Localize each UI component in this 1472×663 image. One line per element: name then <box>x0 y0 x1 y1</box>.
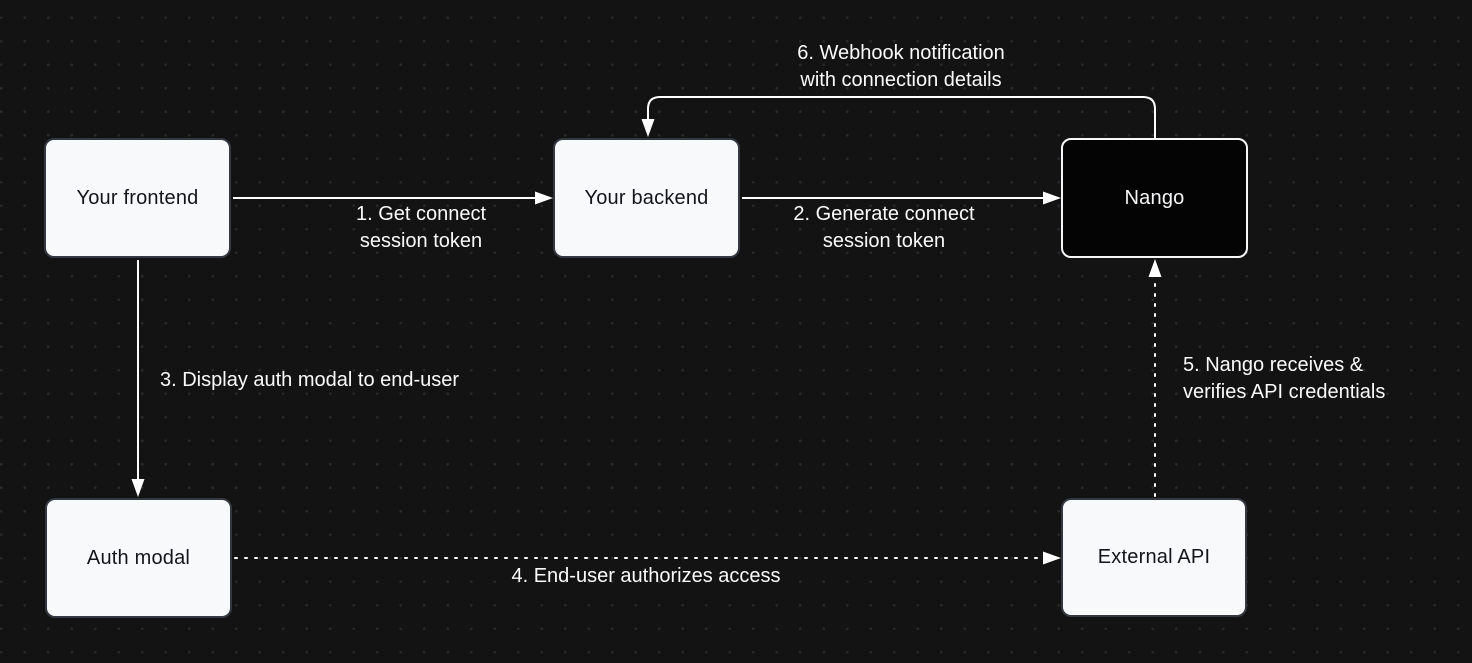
node-external-api: External API <box>1061 498 1247 617</box>
edge-label-step-1: 1. Get connect session token <box>356 201 486 255</box>
edge-label-step-4: 4. End-user authorizes access <box>511 563 780 590</box>
edge-label-line: 3. Display auth modal to end-user <box>160 369 460 391</box>
edge-line <box>647 96 1156 138</box>
node-auth-modal-label: Auth modal <box>86 546 191 569</box>
edge-label-line: 2. Generate connect <box>793 203 975 225</box>
arrowhead-down-icon <box>641 119 655 137</box>
node-nango-label: Nango <box>1124 186 1185 209</box>
edge-label-line: 1. Get connect <box>355 203 487 225</box>
edge-label-step-2: 2. Generate connect session token <box>793 201 974 255</box>
edge-label-line: session token <box>359 230 483 252</box>
node-your-frontend: Your frontend <box>44 138 231 258</box>
node-your-frontend-label: Your frontend <box>76 186 199 209</box>
edge-label-step-5: 5. Nango receives & verifies API credent… <box>1183 352 1385 406</box>
edge-label-step-6: 6. Webhook notification with connection … <box>797 40 1005 94</box>
arrowhead-right-icon <box>1043 191 1061 205</box>
node-nango: Nango <box>1061 138 1248 258</box>
node-your-backend: Your backend <box>553 138 740 258</box>
edge-label-line: session token <box>822 230 946 252</box>
node-external-api-label: External API <box>1097 546 1211 568</box>
edge-label-line: 5. Nango receives & <box>1183 354 1364 376</box>
node-your-backend-label: Your backend <box>584 186 709 209</box>
edge-label-line: with connection details <box>800 69 1002 91</box>
edge-label-step-3: 3. Display auth modal to end-user <box>160 367 459 394</box>
edge-label-line: 4. End-user authorizes access <box>511 565 781 587</box>
edge-webhook-notification <box>641 96 1156 138</box>
edge-label-line: 6. Webhook notification <box>797 42 1005 64</box>
edge-label-line: verifies API credentials <box>1183 381 1386 403</box>
edge-display-auth-modal <box>131 260 145 497</box>
edge-nango-verifies-credentials <box>1148 259 1162 497</box>
node-auth-modal: Auth modal <box>45 498 232 618</box>
arrowhead-right-icon <box>535 191 553 205</box>
arrowhead-up-icon <box>1148 259 1162 277</box>
arrowhead-right-icon <box>1043 551 1061 565</box>
arrowhead-down-icon <box>131 479 145 497</box>
